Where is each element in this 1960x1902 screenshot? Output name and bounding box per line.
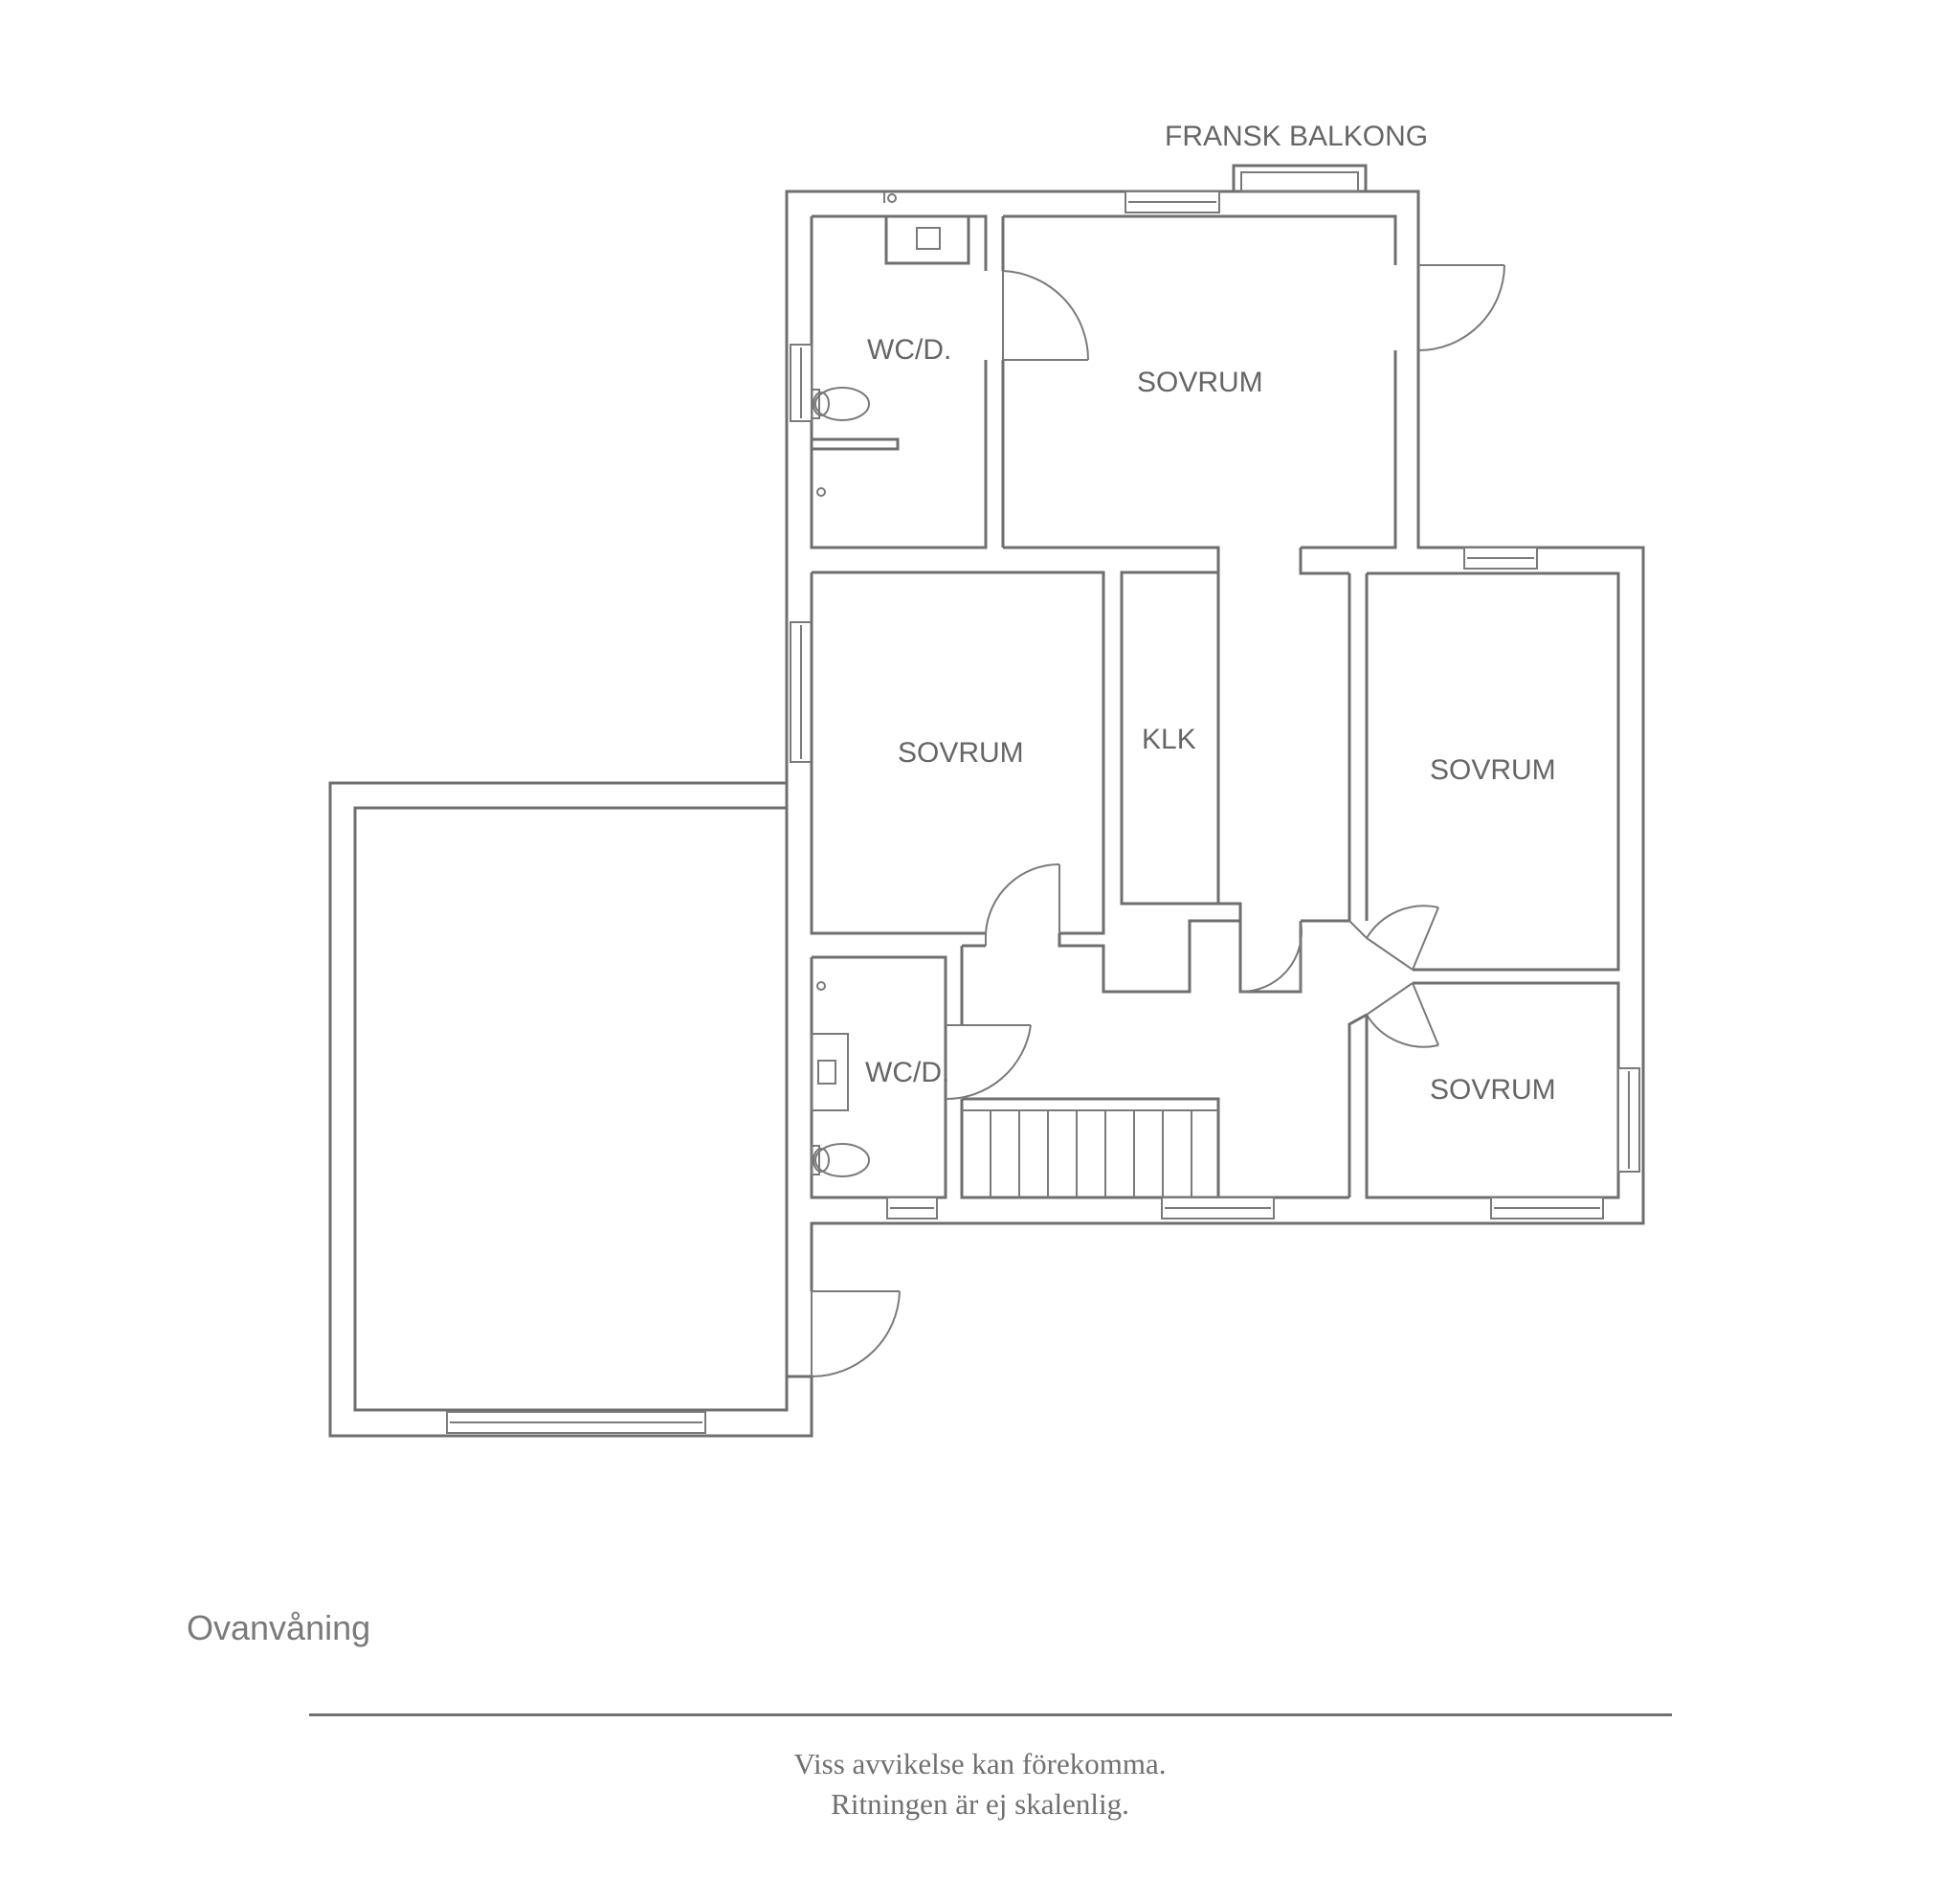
garage-window <box>446 1411 706 1434</box>
window-right-top <box>1463 547 1538 570</box>
bedroom-top: SOVRUM <box>1003 214 1397 575</box>
sink-icon <box>884 214 970 265</box>
door-garage <box>811 1290 901 1377</box>
garage <box>328 781 813 1438</box>
window-left-1 <box>790 344 813 422</box>
closet-klk: KLK <box>1058 571 1303 994</box>
room-label-sovrum-right: SOVRUM <box>1430 754 1556 786</box>
toilet-icon <box>811 387 870 421</box>
room-label-wc-bottom: WC/D. <box>865 1057 949 1088</box>
door-hall-center <box>1239 920 1303 994</box>
window-bottom-right <box>1490 1197 1604 1220</box>
disclaimer-line-2: Ritningen är ej skalenlig. <box>831 1787 1129 1821</box>
room-label-sovrum-bottom-right: SOVRUM <box>1430 1074 1556 1106</box>
room-label-sovrum-left: SOVRUM <box>898 737 1024 769</box>
drain-icon <box>816 487 826 497</box>
wc-top-room: WC/D. <box>810 191 1005 549</box>
room-label-wc-top: WC/D. <box>867 334 951 366</box>
balcony-label: FRANSK BALKONG <box>1165 121 1428 152</box>
door-wc-bottom <box>945 1024 1032 1101</box>
bedroom-left: SOVRUM <box>810 571 1105 935</box>
room-label-klk: KLK <box>1142 724 1196 755</box>
sink-icon-bottom <box>811 1033 849 1111</box>
french-balcony: FRANSK BALKONG <box>1165 121 1428 193</box>
window-bottom-wc <box>886 1197 938 1220</box>
disclaimer-line-1: Viss avvikelse kan förekomma. <box>793 1747 1167 1780</box>
door-bedroom-top <box>1002 270 1090 361</box>
bedroom-right: SOVRUM <box>1301 571 1620 972</box>
window-top-1 <box>1125 190 1220 213</box>
stairs <box>960 1097 1220 1199</box>
divider-line <box>309 1713 1672 1716</box>
door-bedroom-right <box>1348 905 1439 971</box>
window-right-side <box>1617 1067 1640 1173</box>
door-bedroom-bottom-right <box>1366 982 1439 1048</box>
door-exterior-right <box>1417 264 1505 351</box>
toilet-icon-bottom <box>811 1143 870 1177</box>
window-left-2 <box>790 621 813 763</box>
disclaimer: Viss avvikelse kan förekomma. Ritningen … <box>0 1744 1960 1824</box>
bedroom-bottom-right: SOVRUM <box>1348 981 1620 1199</box>
wc-bottom-room: WC/D. <box>810 955 949 1199</box>
room-label-sovrum-top: SOVRUM <box>1137 367 1263 398</box>
floor-name: Ovanvåning <box>187 1608 371 1647</box>
window-bottom-stairs <box>1161 1197 1275 1220</box>
door-bedroom-left <box>985 862 1060 946</box>
